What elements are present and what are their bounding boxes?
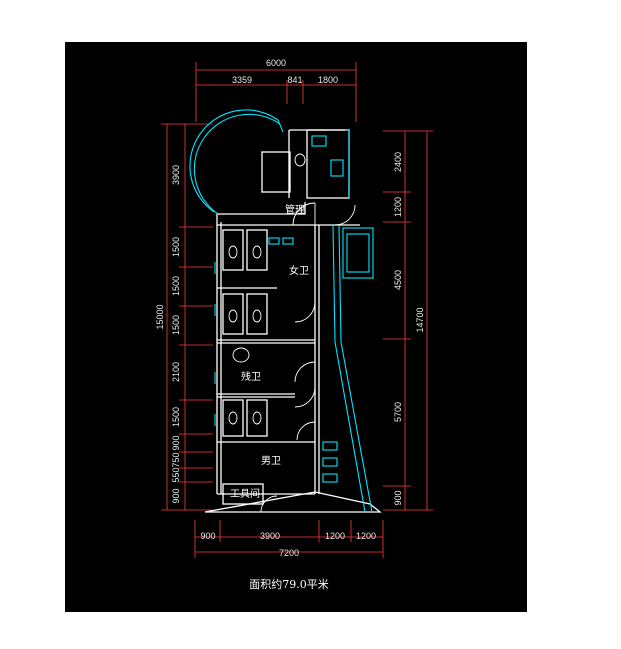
dim-right-seg-3: 4500 [393, 270, 403, 290]
dim-right-total: 14700 [415, 307, 425, 332]
dim-left-seg-8: 750 [171, 452, 181, 467]
room-label-utility: 工具间 [230, 487, 260, 500]
dim-top-seg-2: 841 [287, 75, 302, 85]
dim-left-seg-7: 900 [171, 435, 181, 450]
dim-left-seg-9: 550 [171, 467, 181, 482]
dim-bottom-seg-1: 900 [200, 531, 215, 541]
dim-left-seg-1: 3900 [171, 165, 181, 185]
cad-drawing-canvas: 6000 3359 841 1800 3900 1500 1500 1500 2… [65, 42, 527, 612]
area-caption: 面积约79.0平米 [249, 578, 329, 591]
room-label-female-wc: 女卫 [289, 264, 309, 277]
dim-bottom-seg-3: 1200 [325, 531, 345, 541]
bottom-dimension-lines [194, 520, 384, 558]
dim-left-seg-10: 900 [171, 488, 181, 503]
right-dimension-lines [383, 130, 433, 511]
dim-bottom-total: 7200 [279, 548, 299, 558]
dim-right-seg-1: 2400 [393, 152, 403, 172]
dim-left-seg-2: 1500 [171, 237, 181, 257]
door-swings [228, 153, 356, 513]
dim-left-seg-4: 1500 [171, 315, 181, 335]
dim-bottom-seg-4: 1200 [356, 531, 376, 541]
room-label-male-wc: 男卫 [261, 455, 281, 467]
dim-top-seg-1: 3359 [232, 75, 252, 85]
floor-plan-svg: 6000 3359 841 1800 3900 1500 1500 1500 2… [155, 58, 433, 591]
top-dimension-lines [195, 62, 357, 122]
dim-top-total: 6000 [266, 58, 286, 68]
dim-top-seg-3: 1800 [318, 75, 338, 85]
dim-left-seg-5: 2100 [171, 362, 181, 382]
dim-bottom-seg-2: 3900 [260, 531, 280, 541]
dim-right-seg-4: 5700 [393, 402, 403, 422]
dim-right-seg-5: 900 [393, 490, 403, 505]
left-dimension-lines [161, 123, 213, 511]
dim-left-seg-3: 1500 [171, 276, 181, 296]
glazing-windows [189, 109, 374, 513]
room-label-management: 管理 [285, 203, 305, 216]
room-label-disabled-wc: 残卫 [241, 370, 261, 383]
dim-left-total: 15000 [155, 304, 165, 329]
dim-right-seg-2: 1200 [393, 197, 403, 217]
dim-left-seg-6: 1500 [171, 407, 181, 427]
